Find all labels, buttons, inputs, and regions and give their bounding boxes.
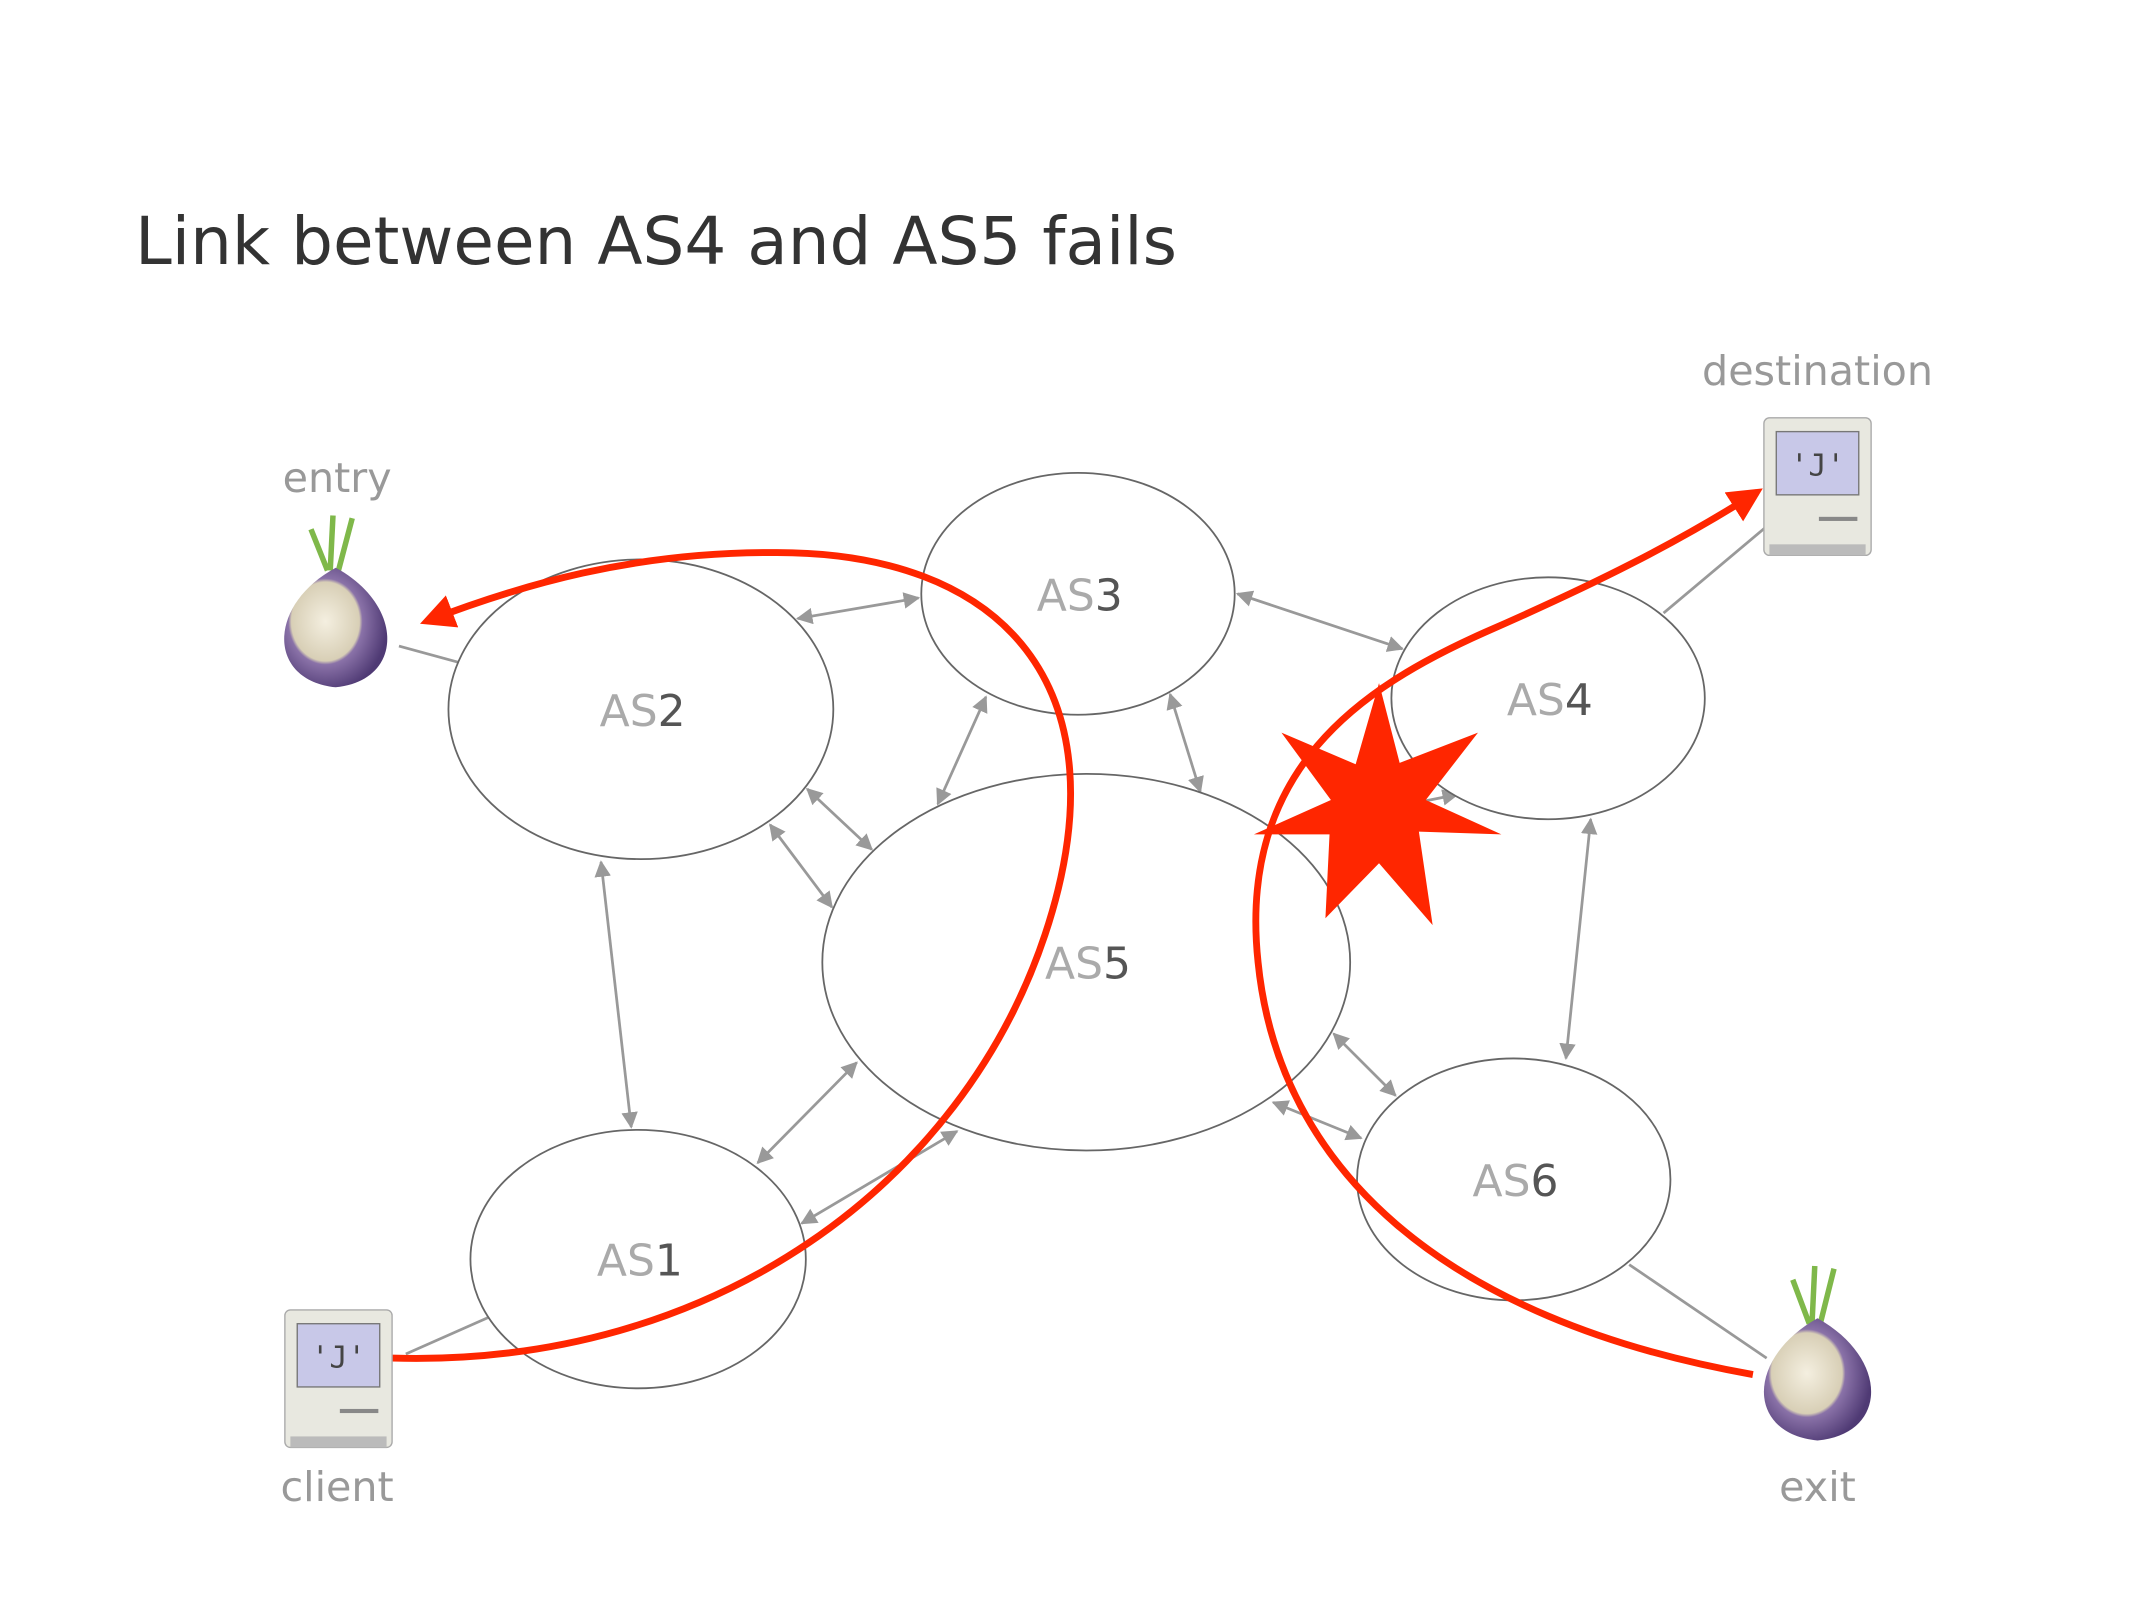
link-as5-as6-b: [1271, 1100, 1363, 1141]
as-links: [594, 590, 1598, 1225]
link-as5-as1-b: [800, 1130, 959, 1225]
as4-destination-link: [1662, 525, 1768, 615]
link-as3-as5: [936, 695, 988, 806]
svg-text:AS3: AS3: [1037, 570, 1123, 621]
svg-text:AS1: AS1: [597, 1236, 683, 1287]
client-as1-link: [405, 1315, 491, 1356]
link-as2-as5-b: [768, 823, 834, 909]
as3-node: AS3: [920, 471, 1236, 716]
exit-onion-icon: [1763, 1265, 1872, 1441]
destination-label: destination: [1702, 347, 1933, 395]
link-as2-as5-a: [806, 787, 874, 851]
as1-node: AS1: [469, 1129, 807, 1390]
svg-text:AS2: AS2: [600, 686, 686, 737]
svg-text:AS4: AS4: [1507, 675, 1593, 726]
svg-text:'J': 'J': [311, 1341, 366, 1376]
exit-label: exit: [1779, 1463, 1856, 1511]
svg-text:AS5: AS5: [1045, 939, 1131, 990]
link-as3-as5-b: [1166, 692, 1204, 794]
client-to-entry-path: [391, 549, 1074, 1362]
entry-label: entry: [283, 454, 392, 502]
link-as5-as6-a: [1332, 1032, 1397, 1097]
as2-node: AS2: [447, 558, 835, 860]
client-computer-icon: 'J': [284, 1309, 393, 1449]
destination-computer-icon: 'J': [1763, 417, 1872, 557]
entry-onion-icon: [284, 515, 388, 688]
svg-text:AS6: AS6: [1472, 1156, 1558, 1207]
client-label: client: [280, 1463, 393, 1511]
svg-text:'J': 'J': [1790, 449, 1845, 484]
page-title: Link between AS4 and AS5 fails: [135, 203, 1177, 280]
link-as3-as4: [1235, 590, 1404, 652]
as6-node: AS6: [1356, 1057, 1672, 1302]
entry-as2-link: [398, 644, 460, 664]
as6-exit-link: [1628, 1263, 1768, 1360]
link-failure-star-icon: [1253, 683, 1502, 926]
link-as5-as1-a: [756, 1061, 858, 1165]
as5-node: AS5: [821, 772, 1352, 1152]
link-as2-as1: [594, 860, 638, 1129]
link-as2-as3: [795, 592, 921, 625]
link-as4-as6: [1559, 817, 1598, 1061]
